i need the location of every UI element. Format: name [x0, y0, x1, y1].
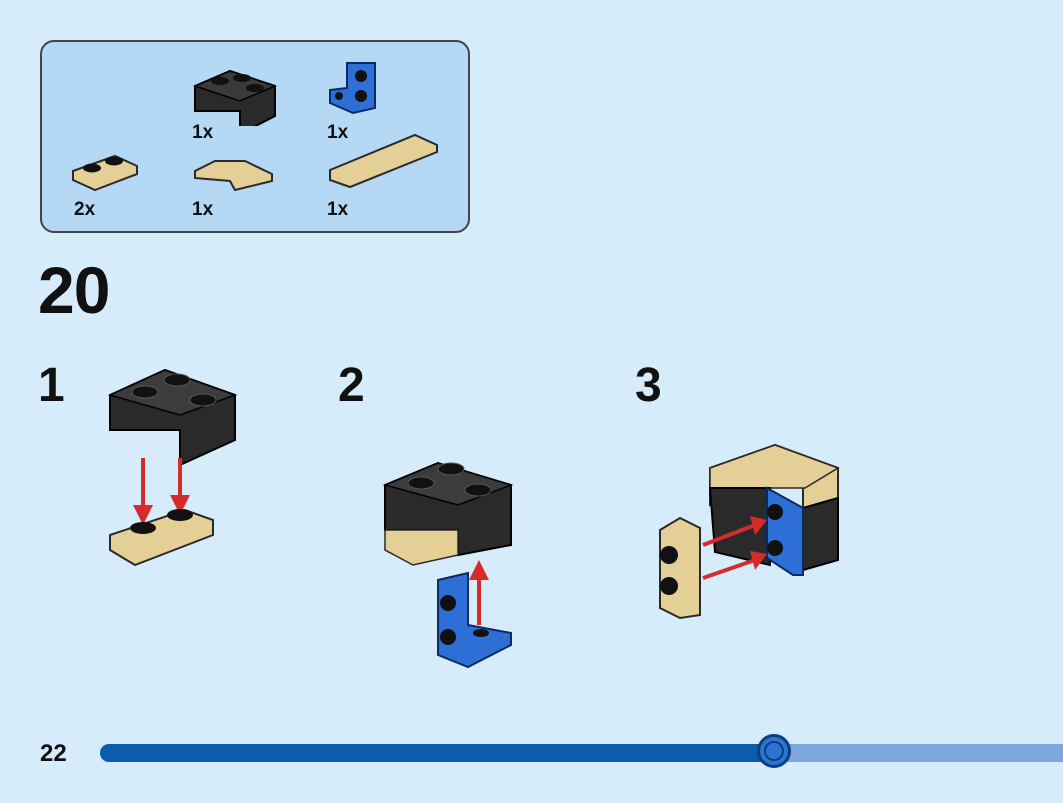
progress-knob: [757, 734, 792, 768]
blue-bracket-icon: [329, 62, 376, 115]
progress-fill: [100, 744, 775, 762]
qty-tan-tile-long: 1x: [327, 199, 349, 220]
parts-list-box: 1x 1x 2x 1x 1x: [40, 40, 470, 233]
substep-1-label: 1: [38, 359, 65, 412]
qty-blue-bracket: 1x: [327, 122, 349, 143]
tan-corner-tile-icon: [194, 160, 273, 191]
qty-black-corner-brick: 1x: [192, 122, 214, 143]
substep-3-illustration: [659, 443, 840, 620]
progress-bar: [100, 734, 1063, 768]
substep-2-label: 2: [338, 359, 365, 412]
substep-3-label: 3: [635, 359, 662, 412]
tan-plate-icon: [72, 154, 138, 191]
step-number: 20: [38, 253, 110, 327]
page-number: 22: [40, 740, 67, 767]
qty-tan-plate: 2x: [74, 199, 96, 220]
substep-2-illustration: [382, 461, 514, 669]
black-corner-brick-icon: [192, 69, 278, 126]
tan-tile-long-icon: [329, 133, 438, 189]
substep-1-illustration: [107, 368, 238, 567]
qty-tan-corner-tile: 1x: [192, 199, 214, 220]
